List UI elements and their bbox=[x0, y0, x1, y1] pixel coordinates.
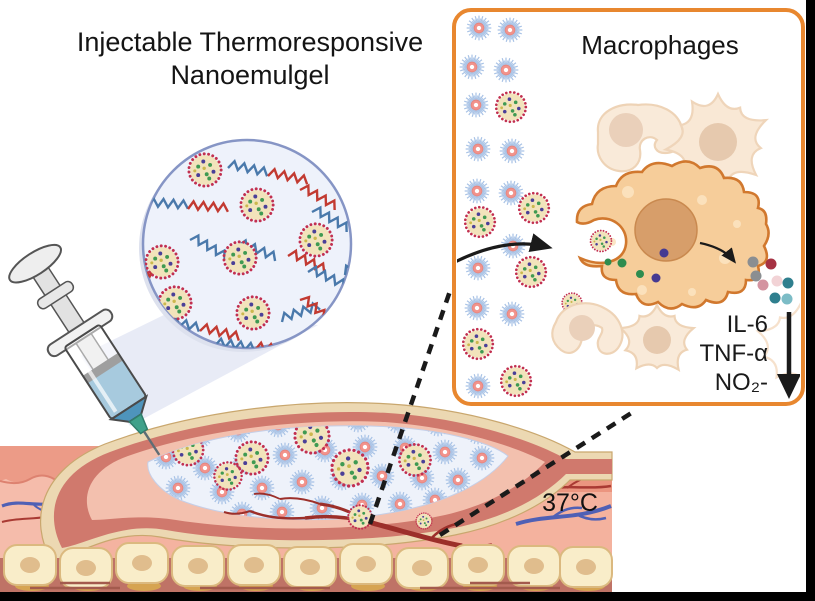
cytokine-dot bbox=[781, 293, 793, 305]
cytokine-tnf: TNF-α bbox=[699, 340, 768, 367]
gel-depot bbox=[40, 402, 613, 563]
macrophage-cell bbox=[617, 302, 697, 372]
cytokine-dots bbox=[747, 256, 794, 305]
macrophage-panel bbox=[452, 8, 805, 406]
dashed-line-icon bbox=[438, 410, 635, 537]
muscle-striations bbox=[30, 581, 560, 590]
cytokine-no2: NO₂- bbox=[714, 369, 768, 396]
cytokine-dot bbox=[771, 275, 783, 287]
cytokine-dot bbox=[769, 292, 781, 304]
panel-title: Macrophages bbox=[581, 30, 739, 60]
zoom-connector-lines bbox=[367, 290, 635, 537]
magnifier-circle bbox=[89, 138, 353, 352]
polymer-chain-icon bbox=[89, 271, 130, 284]
screenshot-border-right bbox=[806, 0, 815, 601]
down-arrow-icon bbox=[777, 312, 800, 399]
macrophage-cell bbox=[755, 302, 800, 382]
fat-layer bbox=[3, 542, 613, 591]
cytokine-il6: IL-6 bbox=[726, 311, 768, 338]
polymer-chain-icon bbox=[333, 144, 351, 177]
temperature-label: 37°C bbox=[542, 489, 598, 517]
dashed-line-icon bbox=[367, 290, 453, 525]
cytokine-dot bbox=[747, 256, 759, 268]
screenshot-border-bottom bbox=[0, 592, 815, 601]
figure-title: Injectable Thermoresponsive Nanoemulgel bbox=[76, 27, 424, 90]
release-curved-arrow-icon bbox=[699, 241, 737, 264]
needle-hub bbox=[128, 413, 149, 435]
cytokine-dot bbox=[765, 258, 777, 270]
macrophage-cell bbox=[551, 302, 624, 355]
needle bbox=[143, 430, 161, 456]
uptake-curved-arrow-icon bbox=[457, 233, 553, 266]
syringe-icon bbox=[8, 243, 161, 456]
skin-cross-section bbox=[0, 402, 613, 592]
cytokine-dot bbox=[750, 270, 762, 282]
cytokine-dot bbox=[782, 277, 794, 289]
cytokine-dot bbox=[757, 279, 769, 291]
nucleus bbox=[634, 198, 698, 262]
active-macrophage-cell bbox=[575, 160, 770, 310]
macrophage-cell bbox=[596, 103, 685, 173]
plunger-flange bbox=[8, 243, 62, 284]
cytokine-labels: IL-6 TNF-α NO₂- bbox=[640, 310, 768, 397]
